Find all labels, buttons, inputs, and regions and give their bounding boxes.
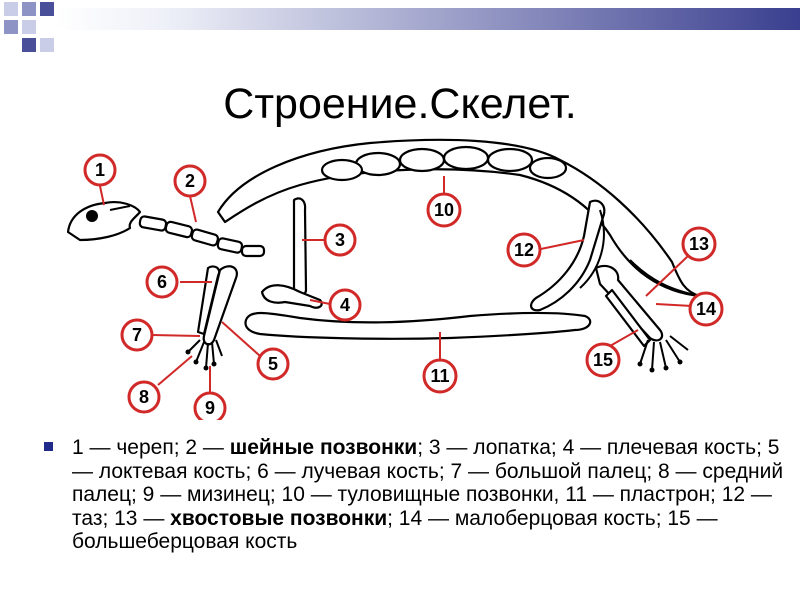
decorative-squares xyxy=(4,2,54,52)
svg-text:2: 2 xyxy=(185,171,195,191)
label-15: 15 xyxy=(585,342,621,378)
label-7: 7 xyxy=(120,318,154,352)
svg-text:1: 1 xyxy=(95,160,105,180)
scapula xyxy=(292,197,308,297)
label-1: 1 xyxy=(83,153,117,187)
svg-text:14: 14 xyxy=(696,299,716,319)
turtle-skeleton-diagram: 1 2 3 4 5 6 7 8 9 10 11 12 13 14 15 xyxy=(66,138,724,420)
forearm-bones xyxy=(196,265,238,346)
legend-part: ; 14 — малоберцовая кость; 15 — большебе… xyxy=(72,506,718,554)
hind-leg xyxy=(594,264,664,348)
svg-text:12: 12 xyxy=(514,240,534,260)
svg-text:6: 6 xyxy=(157,272,167,292)
plastron xyxy=(244,311,592,340)
label-9: 9 xyxy=(193,391,227,420)
label-14: 14 xyxy=(688,291,724,327)
hind-foot xyxy=(637,335,689,373)
label-11: 11 xyxy=(422,358,458,394)
svg-text:10: 10 xyxy=(434,200,454,220)
label-12: 12 xyxy=(506,232,542,268)
svg-text:8: 8 xyxy=(139,387,149,407)
legend-part: ; 3 — лопатка; 4 — плечевая кость; 5 — л… xyxy=(72,436,784,530)
legend-part-bold: шейные позвонки xyxy=(229,436,418,459)
legend-part-bold: хвостовые позвонки xyxy=(170,506,388,530)
legend-text: 1 — череп; 2 — шейные позвонки; 3 — лопа… xyxy=(72,436,784,554)
pelvis xyxy=(530,199,606,312)
neck-vertebrae xyxy=(138,215,266,258)
label-3: 3 xyxy=(323,223,357,257)
tail-vertebrae xyxy=(629,259,701,297)
label-10: 10 xyxy=(426,192,462,228)
svg-text:13: 13 xyxy=(689,234,709,254)
label-5: 5 xyxy=(256,347,290,381)
decorative-header-bar xyxy=(4,2,800,52)
skull xyxy=(66,201,142,242)
humerus xyxy=(260,284,323,309)
legend-part: 1 — череп; 2 — xyxy=(72,436,230,459)
leader-lines xyxy=(99,176,693,392)
svg-text:4: 4 xyxy=(340,295,350,315)
svg-text:11: 11 xyxy=(430,366,449,386)
trunk-vertebrae xyxy=(320,145,568,182)
front-hand xyxy=(185,339,223,371)
label-2: 2 xyxy=(173,164,207,198)
header-gradient-bar xyxy=(55,8,800,30)
legend: 1 — череп; 2 — шейные позвонки; 3 — лопа… xyxy=(44,436,784,554)
svg-text:5: 5 xyxy=(268,354,278,374)
label-4: 4 xyxy=(328,288,362,322)
svg-text:9: 9 xyxy=(205,398,215,418)
svg-text:7: 7 xyxy=(132,325,142,345)
slide-title: Строение.Скелет. xyxy=(223,80,577,128)
carapace xyxy=(216,138,702,298)
svg-text:15: 15 xyxy=(593,350,613,370)
bullet-icon xyxy=(44,442,53,451)
svg-text:3: 3 xyxy=(335,230,345,250)
label-6: 6 xyxy=(145,265,179,299)
label-8: 8 xyxy=(127,380,161,414)
label-13: 13 xyxy=(681,226,717,262)
